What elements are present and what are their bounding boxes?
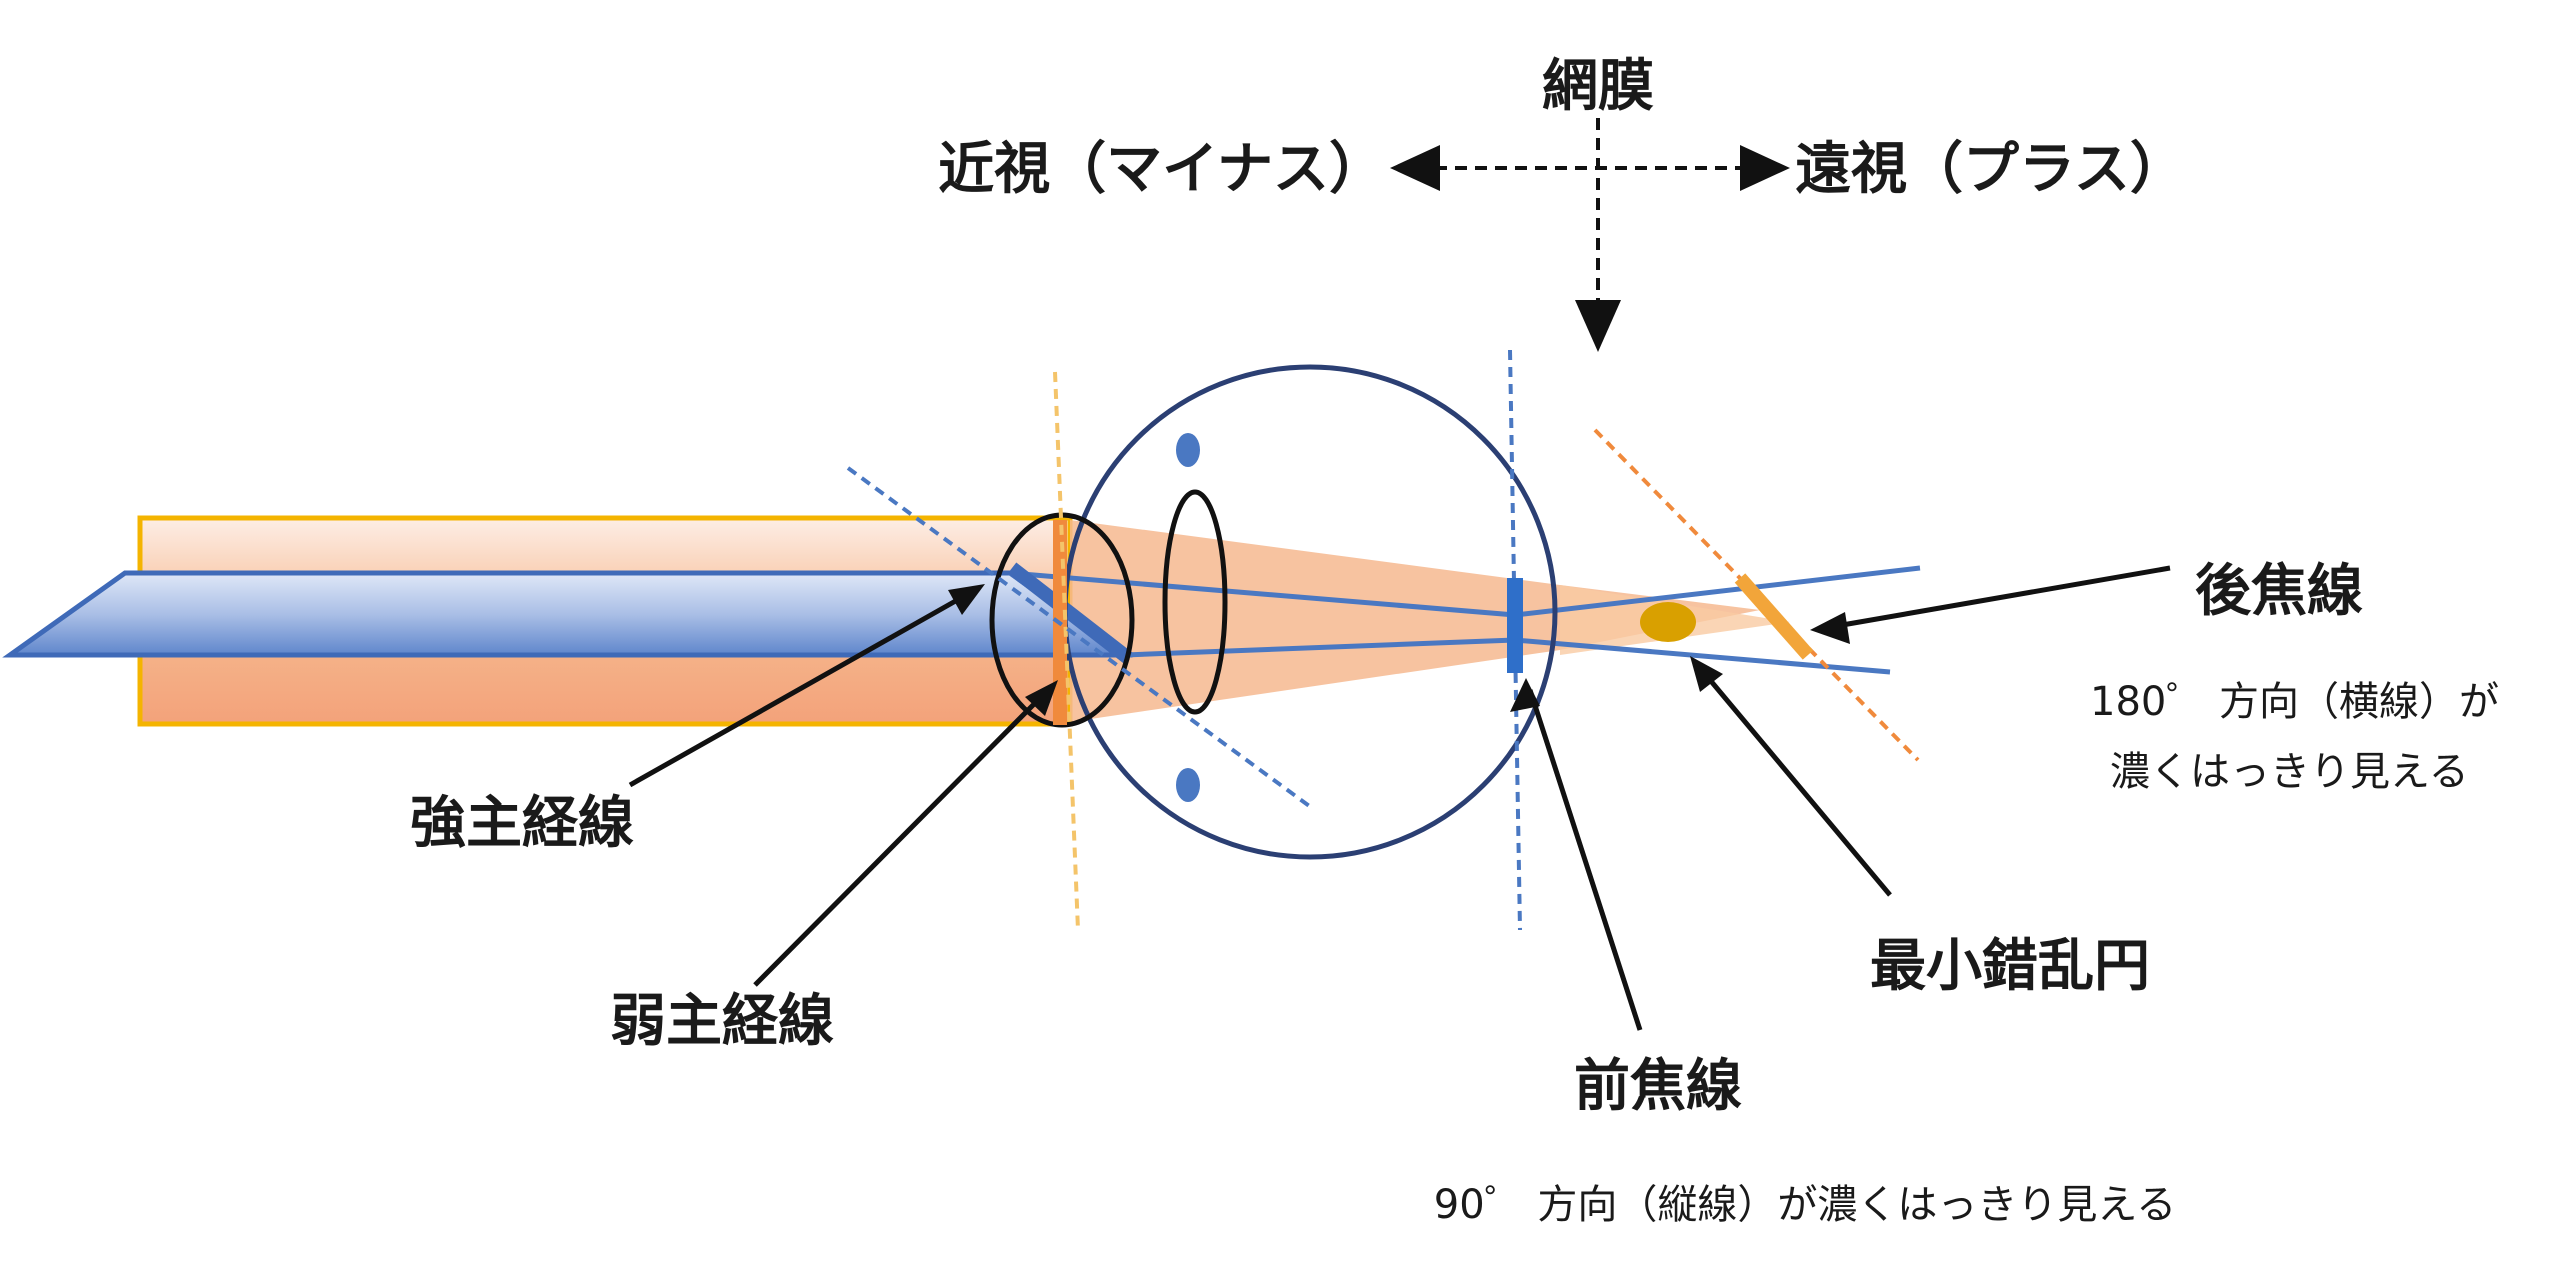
strong-meridian-label: 強主経線 bbox=[410, 791, 634, 856]
weak-meridian-label: 弱主経線 bbox=[610, 989, 834, 1054]
arrowhead-anterior bbox=[1510, 678, 1540, 712]
iris-bottom bbox=[1176, 768, 1200, 802]
posterior-note-line2: 濃くはっきり見える bbox=[2110, 749, 2469, 795]
myopia-label: 近視（マイナス） bbox=[938, 137, 1385, 202]
anterior-focal-line-label: 前焦線 bbox=[1574, 1054, 1742, 1119]
blue-refraction-line bbox=[1007, 562, 1133, 664]
least-confusion-label: 最小錯乱円 bbox=[1870, 934, 2150, 999]
iris-top bbox=[1176, 433, 1200, 467]
hyperopia-label: 遠視（プラス） bbox=[1795, 137, 2186, 202]
arrowhead-posterior bbox=[1810, 612, 1850, 644]
anterior-focal-line-mark bbox=[1507, 578, 1523, 673]
posterior-note-line1: 180゜ 方向（横線）が bbox=[2090, 679, 2499, 725]
arrow-right-head bbox=[1740, 145, 1790, 191]
pointer-arrows bbox=[628, 565, 2171, 1031]
orange-cone bbox=[1070, 520, 1760, 722]
anterior-note: 90゜ 方向（縦線）が濃くはっきり見える bbox=[1434, 1182, 2176, 1228]
arrowhead-weak bbox=[1025, 680, 1058, 716]
posterior-focal-line-mark bbox=[1734, 573, 1814, 660]
arrowhead-least bbox=[1690, 656, 1723, 692]
blue-beam bbox=[2, 570, 1133, 658]
dashed-blue-diagonal bbox=[846, 466, 1314, 810]
posterior-focal-line-label: 後焦線 bbox=[2195, 559, 2363, 624]
least-confusion-dot bbox=[1640, 602, 1696, 642]
direction-arrows bbox=[1435, 118, 1745, 305]
retina-label: 網膜 bbox=[1542, 54, 1654, 119]
lens-outline bbox=[1162, 489, 1228, 715]
dashed-orange-vertical bbox=[1053, 371, 1080, 931]
arrow-down-head bbox=[1575, 300, 1621, 352]
arrowhead-strong bbox=[948, 584, 985, 615]
arrow-left-head bbox=[1390, 145, 1440, 191]
